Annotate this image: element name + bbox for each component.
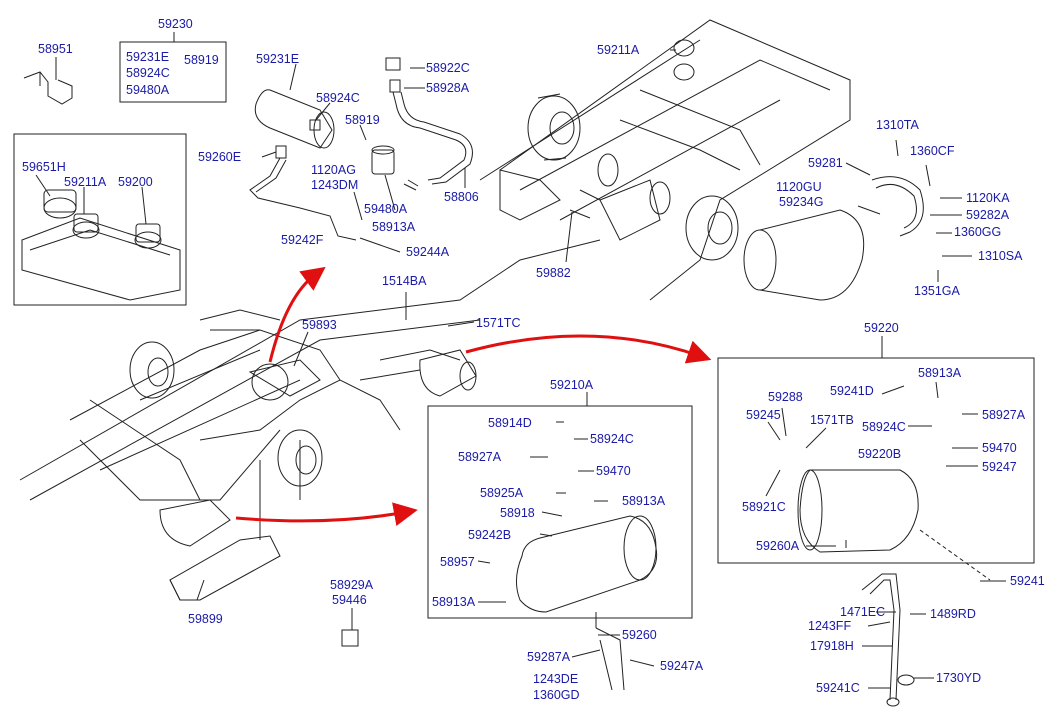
label-1243DM[interactable]: 1243DM	[311, 178, 359, 192]
bracket-58951	[23, 71, 73, 105]
label-1310TA[interactable]: 1310TA	[876, 118, 919, 132]
label-59220B[interactable]: 59220B	[858, 447, 902, 461]
label-1310SA[interactable]: 1310SA	[978, 249, 1023, 263]
label-1243FF[interactable]: 1243FF	[808, 619, 852, 633]
label-59211A-inset[interactable]: 59211A	[64, 175, 107, 189]
label-59220[interactable]: 59220	[864, 321, 899, 335]
label-1471EC[interactable]: 1471EC	[840, 605, 886, 619]
label-58927A-mid[interactable]: 58927A	[458, 450, 502, 464]
label-58913A-low[interactable]: 58913A	[432, 595, 476, 609]
label-59899[interactable]: 59899	[188, 612, 223, 626]
arrow-to-59210A	[235, 502, 418, 526]
label-59242F[interactable]: 59242F	[281, 233, 324, 247]
inset-box-59220	[717, 357, 1035, 564]
label-59230[interactable]: 59230	[158, 17, 193, 31]
label-1571TB[interactable]: 1571TB	[810, 413, 854, 427]
label-17918H[interactable]: 17918H	[810, 639, 854, 653]
label-58925A[interactable]: 58925A	[480, 486, 524, 500]
label-1360GD[interactable]: 1360GD	[533, 688, 580, 702]
label-59247A[interactable]: 59247A	[660, 659, 704, 673]
label-1351GA[interactable]: 1351GA	[914, 284, 960, 298]
label-58957[interactable]: 58957	[440, 555, 475, 569]
label-58924C-r[interactable]: 58924C	[862, 420, 906, 434]
label-58919-top[interactable]: 58919	[345, 113, 380, 127]
label-59210A[interactable]: 59210A	[550, 378, 594, 392]
label-group-59231E[interactable]: 59231E	[126, 50, 170, 64]
label-59231E[interactable]: 59231E	[256, 52, 300, 66]
label-59260E[interactable]: 59260E	[198, 150, 242, 164]
label-59200[interactable]: 59200	[118, 175, 153, 189]
label-59234G[interactable]: 59234G	[779, 195, 824, 209]
label-58924C-mid[interactable]: 58924C	[590, 432, 634, 446]
label-59470-mid[interactable]: 59470	[596, 464, 631, 478]
label-59260A[interactable]: 59260A	[756, 539, 800, 553]
label-58922C[interactable]: 58922C	[426, 61, 470, 75]
label-59244A[interactable]: 59244A	[406, 245, 450, 259]
label-59211A-top[interactable]: 59211A	[597, 43, 640, 57]
label-group-58924C[interactable]: 58924C	[126, 66, 170, 80]
label-58951[interactable]: 58951	[38, 42, 73, 56]
label-59470-r[interactable]: 59470	[982, 441, 1017, 455]
label-58924C-top[interactable]: 58924C	[316, 91, 360, 105]
label-59288[interactable]: 59288	[768, 390, 803, 404]
label-1489RD[interactable]: 1489RD	[930, 607, 976, 621]
label-1360GG[interactable]: 1360GG	[954, 225, 1002, 239]
arrow-to-top-tank	[268, 266, 326, 363]
inset-box-mount	[13, 133, 187, 306]
label-58913A-top[interactable]: 58913A	[372, 220, 416, 234]
label-58913A-r[interactable]: 58913A	[918, 366, 962, 380]
label-59242B[interactable]: 59242B	[468, 528, 512, 542]
label-1360CF[interactable]: 1360CF	[910, 144, 955, 158]
label-1120KA[interactable]: 1120KA	[966, 191, 1010, 205]
group-box-59230	[119, 41, 227, 103]
label-58927A-r[interactable]: 58927A	[982, 408, 1026, 422]
label-59245[interactable]: 59245	[746, 408, 781, 422]
label-59893[interactable]: 59893	[302, 318, 337, 332]
label-group-59480A[interactable]: 59480A	[126, 83, 170, 97]
label-1730YD[interactable]: 1730YD	[936, 671, 982, 685]
label-59247[interactable]: 59247	[982, 460, 1017, 474]
label-59882[interactable]: 59882	[536, 266, 571, 280]
inset-box-59210A	[427, 405, 693, 619]
label-59241[interactable]: 59241	[1010, 574, 1045, 588]
label-59480A[interactable]: 59480A	[364, 202, 408, 216]
label-1571TC[interactable]: 1571TC	[476, 316, 521, 330]
callout-arrows	[235, 266, 712, 526]
label-59651H[interactable]: 59651H	[22, 160, 66, 174]
label-58913A-mid[interactable]: 58913A	[622, 494, 666, 508]
label-1120AG[interactable]: 1120AG	[311, 163, 356, 177]
label-58806[interactable]: 58806	[444, 190, 479, 204]
label-59241C[interactable]: 59241C	[816, 681, 860, 695]
label-59241D[interactable]: 59241D	[830, 384, 874, 398]
label-58914D[interactable]: 58914D	[488, 416, 532, 430]
label-1514BA[interactable]: 1514BA	[382, 274, 427, 288]
label-59446[interactable]: 59446	[332, 593, 367, 607]
label-59282A[interactable]: 59282A	[966, 208, 1010, 222]
label-58921C[interactable]: 58921C	[742, 500, 786, 514]
label-58918[interactable]: 58918	[500, 506, 535, 520]
label-59281[interactable]: 59281	[808, 156, 843, 170]
label-group-58919[interactable]: 58919	[184, 53, 219, 67]
label-58928A[interactable]: 58928A	[426, 81, 470, 95]
arrow-to-59220	[465, 334, 712, 364]
label-1243DE[interactable]: 1243DE	[533, 672, 579, 686]
label-58929A[interactable]: 58929A	[330, 578, 374, 592]
label-59260[interactable]: 59260	[622, 628, 657, 642]
label-1120GU[interactable]: 1120GU	[776, 180, 822, 194]
label-59287A[interactable]: 59287A	[527, 650, 571, 664]
